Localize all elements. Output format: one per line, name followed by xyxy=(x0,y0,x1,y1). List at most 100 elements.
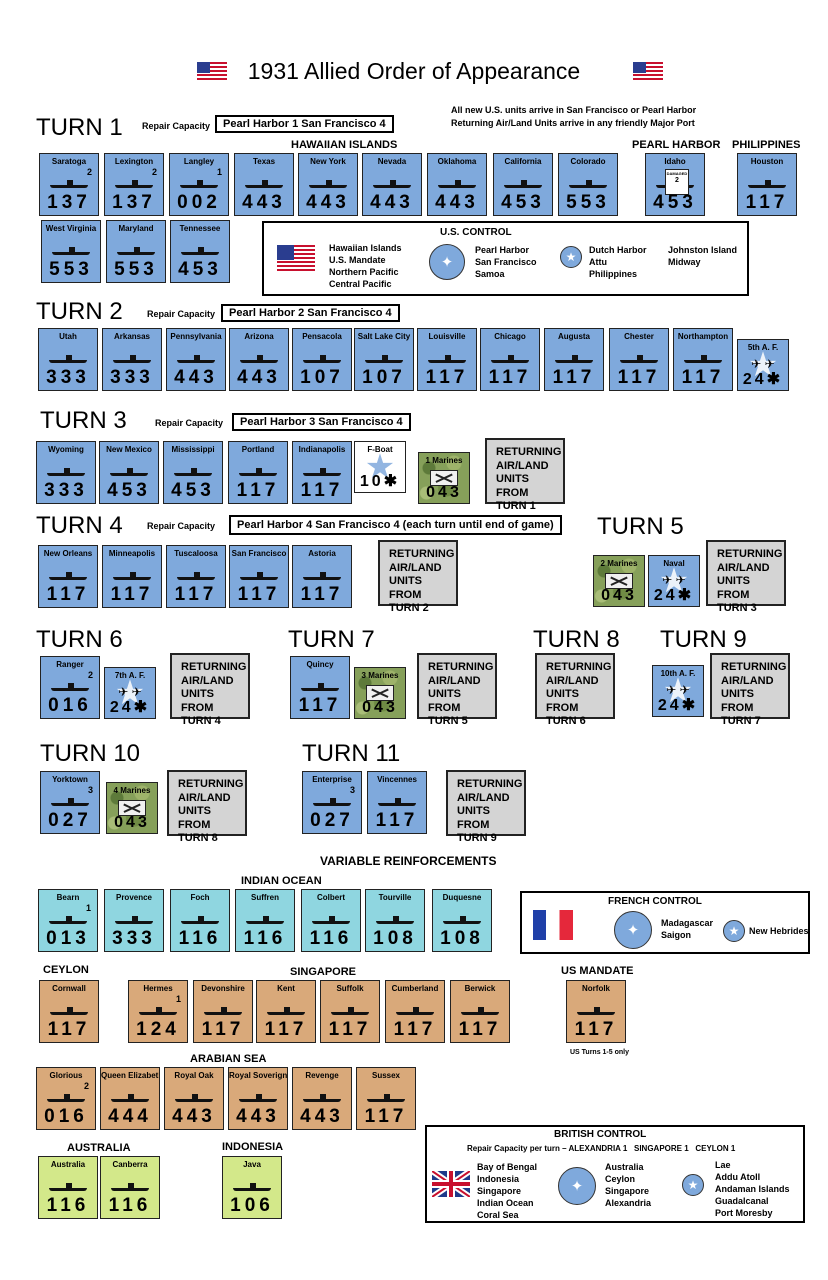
counter-name: Enterprise xyxy=(312,775,352,784)
counter-naval[interactable]: Naval★✈ ✈24✱ xyxy=(648,555,700,607)
counter-values: 444 xyxy=(108,1106,152,1127)
star-icon: ★ xyxy=(662,672,694,710)
ship-silhouette-icon xyxy=(376,916,414,924)
star-icon: ★ xyxy=(658,562,690,600)
ship-silhouette-icon xyxy=(50,1007,88,1015)
ship-silhouette-icon xyxy=(111,1183,149,1191)
returning-text: RETURNING xyxy=(457,778,523,790)
counter-af5[interactable]: 5th A. F.★✈ ✈24✱ xyxy=(737,339,789,391)
damaged-label: DAMAGED xyxy=(666,171,688,176)
section-singapore: SINGAPORE xyxy=(290,966,357,978)
ship-silhouette-icon xyxy=(555,355,593,363)
ship-silhouette-icon xyxy=(313,798,351,806)
counter-fboat[interactable]: F-Boat★10✱ xyxy=(354,441,406,493)
counter-norfolk[interactable]: Norfolk 117 xyxy=(566,980,626,1043)
returning-text: UNITS FROM xyxy=(717,575,750,601)
ship-silhouette-icon xyxy=(115,916,153,924)
counter-values: 117 xyxy=(328,1019,372,1040)
counter-af7[interactable]: 7th A. F.★✈ ✈24✱ xyxy=(104,667,156,719)
counter-af10[interactable]: 10th A. F.★✈ ✈24✱ xyxy=(652,665,704,717)
section-pearl-harbor: PEARL HARBOR xyxy=(632,139,721,151)
returning-text: UNITS FROM xyxy=(181,688,214,714)
counter-name: Langley xyxy=(183,157,215,166)
infantry-symbol-icon xyxy=(366,685,394,701)
counter-values: 333 xyxy=(44,480,88,501)
returning-text: RETURNING xyxy=(428,661,494,673)
ship-silhouette-icon xyxy=(177,572,215,580)
counter-name: Norfolk xyxy=(582,984,610,993)
section-arabian-sea: ARABIAN SEA xyxy=(190,1053,267,1065)
counter-values: 117 xyxy=(574,1019,618,1040)
ship-silhouette-icon xyxy=(47,468,85,476)
ship-silhouette-icon xyxy=(246,916,284,924)
